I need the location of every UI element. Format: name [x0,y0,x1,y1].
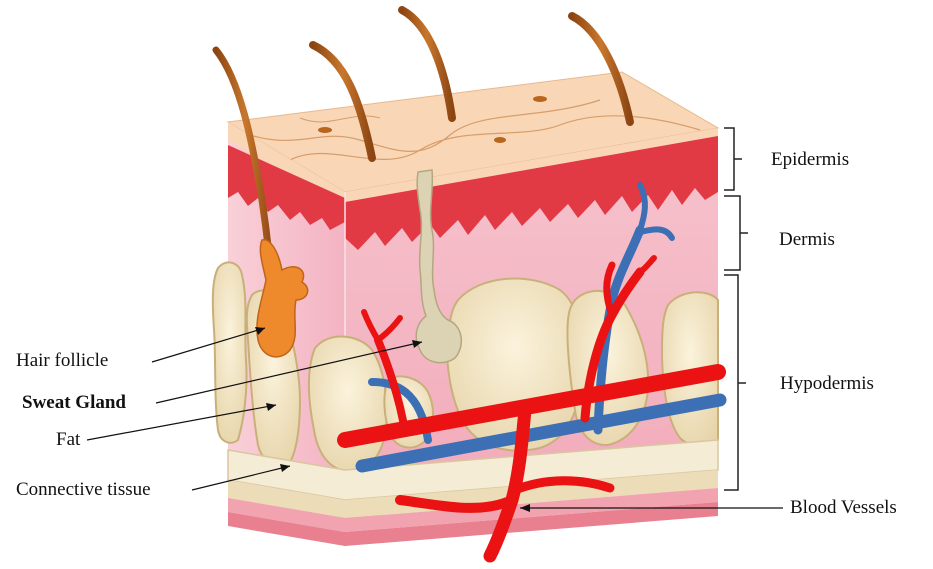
connective-tissue-label: Connective tissue [16,480,151,499]
epidermis-bracket [724,128,742,190]
hypodermis-label: Hypodermis [780,374,874,393]
layer-brackets [724,128,748,490]
hypodermis-bracket [724,275,746,490]
sweat-gland-label: Sweat Gland [22,393,126,412]
dermis-label: Dermis [779,230,835,249]
blood-vessels-label: Blood Vessels [790,498,897,517]
epidermis-label: Epidermis [771,150,849,169]
fat-label: Fat [56,430,80,449]
hair-follicle-label: Hair follicle [16,351,108,370]
dermis-bracket [724,196,748,270]
